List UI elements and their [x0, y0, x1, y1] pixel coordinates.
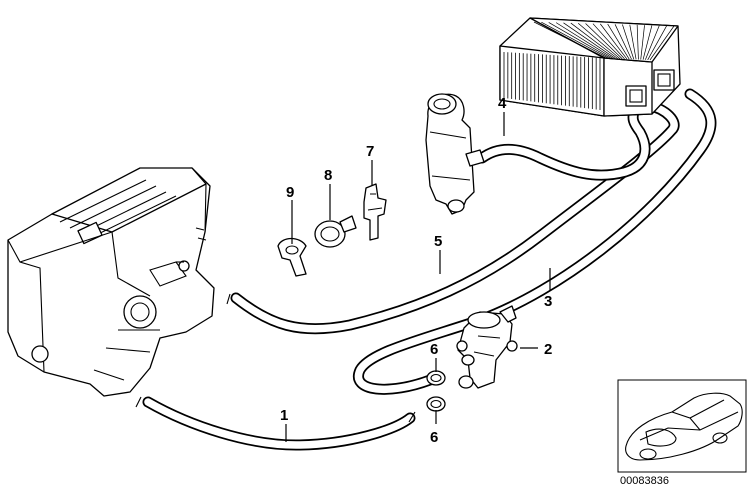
hose-clamp-8	[314, 215, 357, 248]
callout-2: 2	[544, 341, 552, 358]
callout-9: 9	[286, 184, 294, 201]
engine-block-icon	[7, 167, 215, 397]
hose-clip-9	[277, 237, 307, 277]
callout-6-lower: 6	[430, 429, 438, 446]
callout-4: 4	[498, 95, 507, 112]
callout-8: 8	[324, 167, 332, 184]
callout-6-upper: 6	[430, 341, 438, 358]
hose-clamp-6-lower	[426, 396, 446, 412]
callout-3: 3	[544, 293, 552, 310]
expansion-tank-icon	[425, 93, 485, 215]
leader-lines	[285, 112, 551, 442]
callout-1: 1	[280, 407, 288, 424]
holder-clip-7	[363, 183, 387, 241]
doc-number: 00083836	[620, 475, 669, 487]
hose-5	[226, 100, 680, 335]
hose-1	[135, 396, 416, 451]
callout-7: 7	[366, 143, 374, 160]
callout-5: 5	[434, 233, 442, 250]
water-valve-icon	[456, 305, 518, 389]
hose-clamp-6-upper	[426, 370, 446, 386]
car-thumbnail-icon	[625, 392, 743, 461]
heater-core-icon	[499, 17, 681, 117]
callout-labels: 1 2 3 4 5 6 6 7 8 9	[280, 95, 552, 446]
hose-4	[476, 102, 651, 181]
car-thumbnail-box	[617, 379, 747, 473]
